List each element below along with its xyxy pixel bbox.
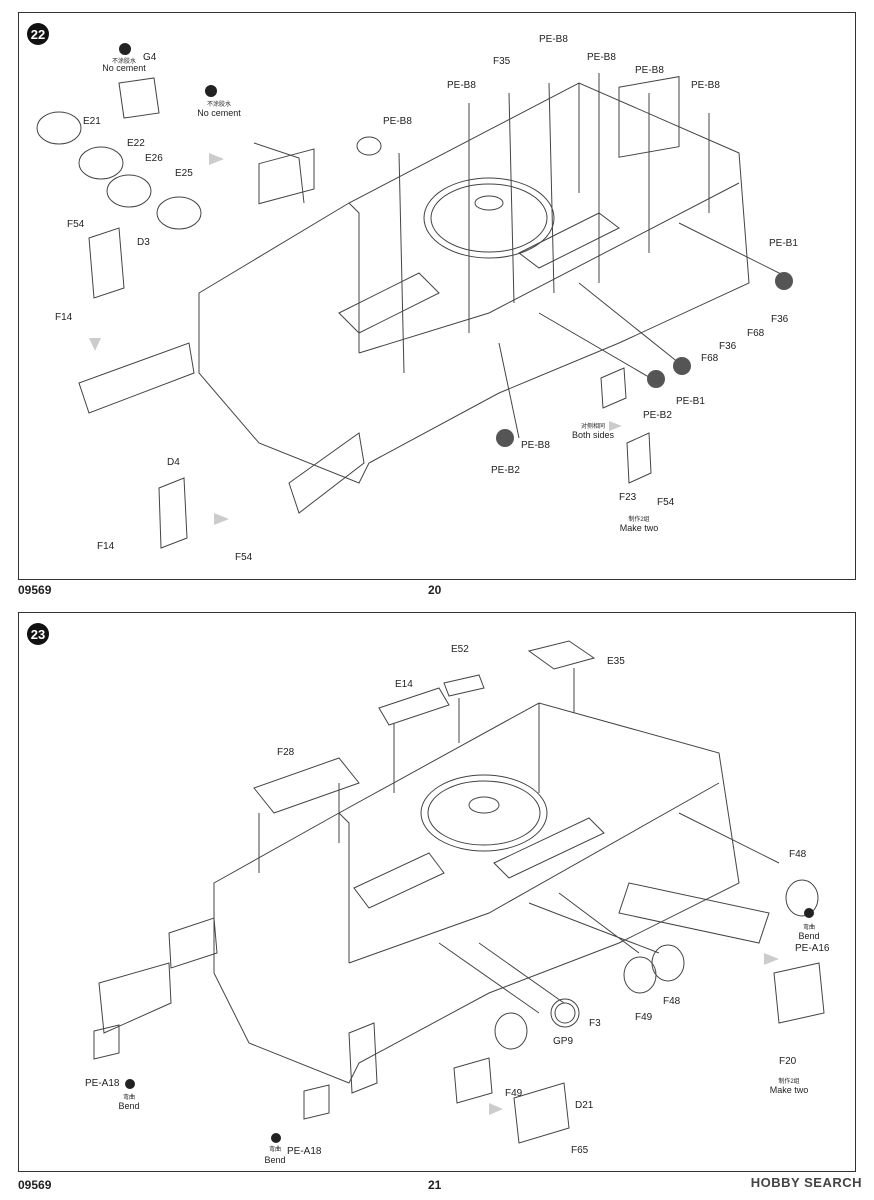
part-label-f20: F20: [779, 1056, 797, 1067]
part-label-f54: F54: [235, 552, 253, 563]
part-label-e35: E35: [607, 656, 625, 667]
part-label-pe-b8: PE-B8: [383, 116, 412, 127]
part-label-f65: F65: [571, 1145, 589, 1156]
part-label-f14: F14: [97, 541, 115, 552]
part-label-e22: E22: [127, 138, 145, 149]
part-label-gp9: GP9: [553, 1036, 574, 1047]
part-label-d21: D21: [575, 1100, 594, 1111]
kit-code: 09569: [18, 583, 52, 597]
kit-code: 09569: [18, 1178, 52, 1192]
part-label-e21: E21: [83, 116, 101, 127]
part-label-f48: F48: [663, 996, 681, 1007]
part-label-pe-b8: PE-B8: [587, 52, 616, 63]
part-label-f68: F68: [701, 353, 719, 364]
part-label-d4: D4: [167, 457, 180, 468]
page-number: 20: [428, 583, 442, 597]
part-label-f49: F49: [635, 1012, 653, 1023]
both-sides-note: Both sides: [571, 430, 615, 440]
part-label-pe-b2: PE-B2: [643, 410, 672, 421]
part-label-pe-a18: PE-A18: [85, 1078, 120, 1089]
no-cement-icon: [205, 85, 217, 97]
watermark: HOBBY SEARCH: [750, 1175, 862, 1190]
page-number: 21: [428, 1178, 442, 1192]
part-label-f23: F23: [619, 492, 637, 503]
part-label-e26: E26: [145, 153, 163, 164]
part-label-e52: E52: [451, 644, 469, 655]
bend-icon: [271, 1133, 281, 1143]
no-cement-note-cn: 不涂胶水: [111, 59, 136, 65]
make-two-note-cn: 制作2组: [778, 1079, 800, 1085]
no-cement-note: No cement: [102, 63, 146, 73]
part-label-f54: F54: [657, 497, 675, 508]
part-label-f49: F49: [505, 1088, 523, 1099]
step-number: 22: [27, 23, 49, 45]
bend-note-cn: 弯曲: [268, 1147, 281, 1153]
part-label-f14: F14: [55, 312, 73, 323]
part-label-e14: E14: [395, 679, 413, 690]
part-label-f36: F36: [719, 341, 737, 352]
step-23-panel: 23: [18, 612, 856, 1172]
part-label-pe-b8: PE-B8: [635, 65, 664, 76]
part-label-f48: F48: [789, 849, 807, 860]
part-label-f35: F35: [493, 56, 511, 67]
no-cement-icon: [119, 43, 131, 55]
part-label-pe-a16: PE-A16: [795, 943, 830, 954]
part-label-pe-b8: PE-B8: [539, 34, 568, 45]
part-label-pe-b2: PE-B2: [491, 465, 520, 476]
part-label-pe-b8: PE-B8: [521, 440, 550, 451]
step-22-drawing: [36, 73, 793, 549]
no-cement-note-cn: 不涂胶水: [206, 102, 231, 108]
bend-icon: [804, 908, 814, 918]
part-label-pe-b8: PE-B8: [447, 80, 476, 91]
bend-note-cn: 弯曲: [802, 925, 815, 931]
bend-note-cn: 弯曲: [122, 1095, 135, 1101]
bend-note: Bend: [798, 931, 820, 941]
make-two-note-cn: 制作2组: [628, 517, 650, 523]
part-label-f68: F68: [747, 328, 765, 339]
part-label-e25: E25: [175, 168, 193, 179]
part-label-pe-b1: PE-B1: [676, 396, 705, 407]
bend-icon: [125, 1079, 135, 1089]
make-two-note: Make two: [619, 523, 659, 533]
make-two-note: Make two: [769, 1085, 809, 1095]
step-number: 23: [27, 623, 49, 645]
bend-note: Bend: [118, 1101, 140, 1111]
part-label-f54: F54: [67, 219, 85, 230]
part-label-pe-b8: PE-B8: [691, 80, 720, 91]
part-label-f36: F36: [771, 314, 789, 325]
part-label-pe-a18: PE-A18: [287, 1146, 322, 1157]
step-22-panel: 22: [18, 12, 856, 580]
part-label-g4: G4: [143, 52, 157, 63]
step-23-drawing: [93, 640, 825, 1144]
no-cement-note: No cement: [197, 108, 241, 118]
part-label-pe-b1: PE-B1: [769, 238, 798, 249]
part-label-d3: D3: [137, 237, 150, 248]
both-sides-note-cn: 对侧相同: [580, 424, 605, 430]
part-label-f28: F28: [277, 747, 295, 758]
part-label-f3: F3: [589, 1018, 601, 1029]
bend-note: Bend: [264, 1155, 286, 1165]
